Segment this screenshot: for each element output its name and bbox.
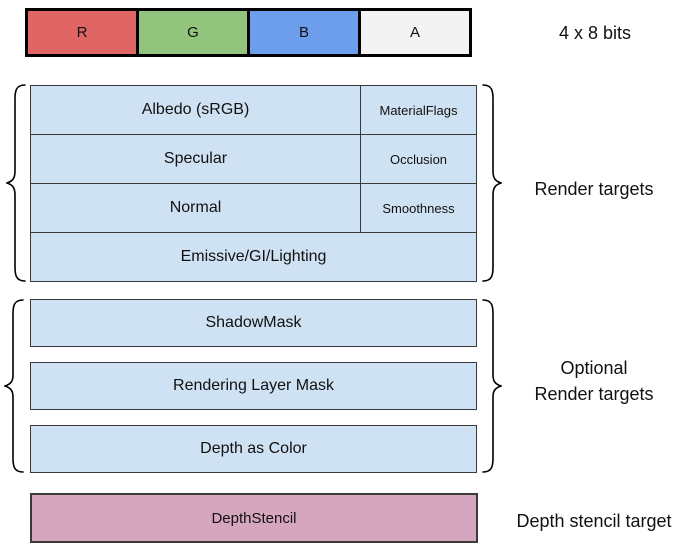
rt-cell-specular: Specular	[31, 135, 360, 183]
rt-cell-normal: Normal	[31, 184, 360, 232]
optional-box-rendering-layer-mask: Rendering Layer Mask	[30, 362, 477, 410]
optional-targets-label: Optional Render targets	[498, 355, 690, 407]
rt-cell-emissive: Emissive/GI/Lighting	[31, 233, 476, 281]
depth-stencil-label: Depth stencil target	[516, 511, 672, 531]
channel-cell-b: B	[250, 11, 361, 54]
optional-targets-label-line1: Optional	[560, 358, 628, 378]
rt-cell-albedo: Albedo (sRGB)	[31, 86, 360, 134]
format-caption: 4 x 8 bits	[558, 23, 632, 43]
channel-cell-r: R	[28, 11, 139, 54]
optional-box-depth-as-color: Depth as Color	[30, 425, 477, 473]
optional-box-shadowmask: ShadowMask	[30, 299, 477, 347]
right-brace-icon	[482, 299, 502, 473]
rt-cell-occlusion: Occlusion	[361, 135, 476, 183]
left-brace-icon	[6, 84, 26, 282]
depth-stencil-box: DepthStencil	[30, 493, 478, 543]
rgba-format-bar: R G B A	[25, 8, 472, 57]
channel-cell-g: G	[139, 11, 250, 54]
render-targets-table: Albedo (sRGB) MaterialFlags Specular Occ…	[30, 85, 477, 282]
right-brace-icon	[482, 84, 502, 282]
left-brace-icon	[4, 299, 24, 473]
channel-cell-a: A	[361, 11, 469, 54]
optional-targets-label-line2: Render targets	[534, 384, 654, 404]
rt-cell-materialflags: MaterialFlags	[361, 86, 476, 134]
render-targets-label: Render targets	[534, 179, 654, 199]
rt-cell-smoothness: Smoothness	[361, 184, 476, 232]
